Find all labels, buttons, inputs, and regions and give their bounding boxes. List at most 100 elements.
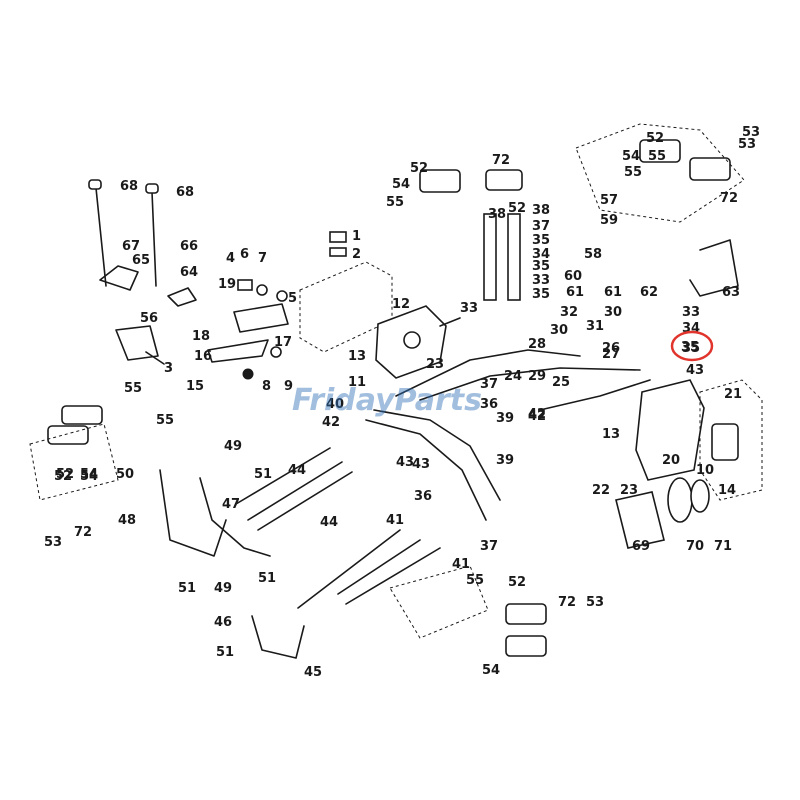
callout-label: 58 bbox=[584, 247, 602, 262]
callout-label: 52 bbox=[410, 161, 428, 176]
callout-label: 33 bbox=[532, 273, 550, 288]
callout-label: 54 bbox=[622, 149, 640, 164]
callout-label: 43 bbox=[686, 363, 704, 378]
callout-label: 72 bbox=[492, 153, 510, 168]
callout-label: 44 bbox=[320, 515, 338, 530]
callout-label: 5 bbox=[288, 291, 297, 306]
callout-label: 71 bbox=[714, 539, 732, 554]
callout-label: 1 bbox=[352, 229, 361, 244]
callout-label: 2 bbox=[352, 247, 361, 262]
callout-label: 25 bbox=[552, 375, 570, 390]
callout-label: 68 bbox=[120, 179, 138, 194]
callout-label: 45 bbox=[304, 665, 322, 680]
callout-label: 28 bbox=[528, 337, 546, 352]
callout-label: 44 bbox=[288, 463, 306, 478]
callout-label: 55 bbox=[648, 149, 666, 164]
callout-label: 47 bbox=[222, 497, 240, 512]
callout-label: 66 bbox=[180, 239, 198, 254]
callout-label: 55 bbox=[124, 381, 142, 396]
callout-label: 54 bbox=[392, 177, 410, 192]
callout-label: 55 bbox=[466, 573, 484, 588]
callout-label: 29 bbox=[528, 369, 546, 384]
callout-label: 42 bbox=[322, 415, 340, 430]
callout-label: 35 bbox=[532, 287, 550, 302]
callout-label: 21 bbox=[724, 387, 742, 402]
callout-label: 64 bbox=[180, 265, 198, 280]
callout-label: 20 bbox=[662, 453, 680, 468]
callout-label: 17 bbox=[274, 335, 292, 350]
callout-label: 49 bbox=[224, 439, 242, 454]
callout-label: 24 bbox=[504, 369, 522, 384]
callout-label: 26 bbox=[602, 341, 620, 356]
watermark-logo: FridayParts bbox=[292, 383, 482, 418]
callout-label: 51 bbox=[254, 467, 272, 482]
callout-label: 16 bbox=[194, 349, 212, 364]
callout-label: 54 bbox=[80, 467, 98, 482]
callout-label: 15 bbox=[186, 379, 204, 394]
callout-label: 48 bbox=[118, 513, 136, 528]
callout-label: 52 bbox=[56, 467, 74, 482]
callout-label: 52 bbox=[54, 469, 72, 484]
callout-label: 51 bbox=[216, 645, 234, 660]
callout-label: 12 bbox=[392, 297, 410, 312]
callout-labels: 68 68 67 66 65 64 56 3 4 6 7 5 19 18 16 … bbox=[44, 125, 760, 680]
callout-label: 36 bbox=[414, 489, 432, 504]
callout-label: 49 bbox=[214, 581, 232, 596]
callout-label: 59 bbox=[600, 213, 618, 228]
callout-label: 4 bbox=[226, 251, 235, 266]
callout-label: 18 bbox=[192, 329, 210, 344]
callout-label: 37 bbox=[532, 219, 550, 234]
callout-label: 54 bbox=[80, 469, 98, 484]
callout-label: 68 bbox=[176, 185, 194, 200]
callout-label: 39 bbox=[496, 411, 514, 426]
callout-label: 33 bbox=[460, 301, 478, 316]
callout-label: 46 bbox=[214, 615, 232, 630]
callout-label: 60 bbox=[564, 269, 582, 284]
callout-label: 43 bbox=[412, 457, 430, 472]
callout-label: 38 bbox=[532, 203, 550, 218]
callout-label: 30 bbox=[550, 323, 568, 338]
callout-label: 7 bbox=[258, 251, 267, 266]
callout-label: 27 bbox=[602, 347, 620, 362]
callout-label: 51 bbox=[178, 581, 196, 596]
callout-label: 13 bbox=[602, 427, 620, 442]
callout-label: 62 bbox=[640, 285, 658, 300]
callout-label: 3 bbox=[164, 361, 173, 376]
callout-label: 38 bbox=[488, 207, 506, 222]
callout-label: 32 bbox=[560, 305, 578, 320]
callout-label: 33 bbox=[682, 305, 700, 320]
callout-label: 35 bbox=[532, 233, 550, 248]
callout-label: 63 bbox=[722, 285, 740, 300]
callout-label: 10 bbox=[696, 463, 714, 478]
callout-label: 54 bbox=[482, 663, 500, 678]
highlight-part-number: 35 bbox=[681, 340, 699, 355]
callout-label: 72 bbox=[720, 191, 738, 206]
callout-label: 19 bbox=[218, 277, 236, 292]
callout-label: 55 bbox=[624, 165, 642, 180]
callout-label: 14 bbox=[718, 483, 736, 498]
callout-label: 23 bbox=[426, 357, 444, 372]
callout-label: 55 bbox=[156, 413, 174, 428]
callout-label: 39 bbox=[496, 453, 514, 468]
callout-label: 53 bbox=[738, 137, 756, 152]
callout-label: 37 bbox=[480, 377, 498, 392]
callout-label: 35 bbox=[682, 341, 700, 356]
callout-label: 72 bbox=[74, 525, 92, 540]
line-art bbox=[29, 123, 763, 659]
callout-label: 69 bbox=[632, 539, 650, 554]
callout-label: 36 bbox=[480, 397, 498, 412]
callout-label: 41 bbox=[386, 513, 404, 528]
callout-label: 42 bbox=[528, 409, 546, 424]
callout-label: 56 bbox=[140, 311, 158, 326]
callout-label: 9 bbox=[284, 379, 293, 394]
callout-label: 55 bbox=[386, 195, 404, 210]
callout-label: 72 bbox=[558, 595, 576, 610]
callout-label: 22 bbox=[592, 483, 610, 498]
callout-label: 8 bbox=[262, 379, 271, 394]
callout-label: 40 bbox=[326, 397, 344, 412]
callout-label: 11 bbox=[348, 375, 366, 390]
callout-label: 31 bbox=[586, 319, 604, 334]
highlight-group: 35 bbox=[670, 330, 714, 362]
callout-label: 42 bbox=[528, 407, 546, 422]
